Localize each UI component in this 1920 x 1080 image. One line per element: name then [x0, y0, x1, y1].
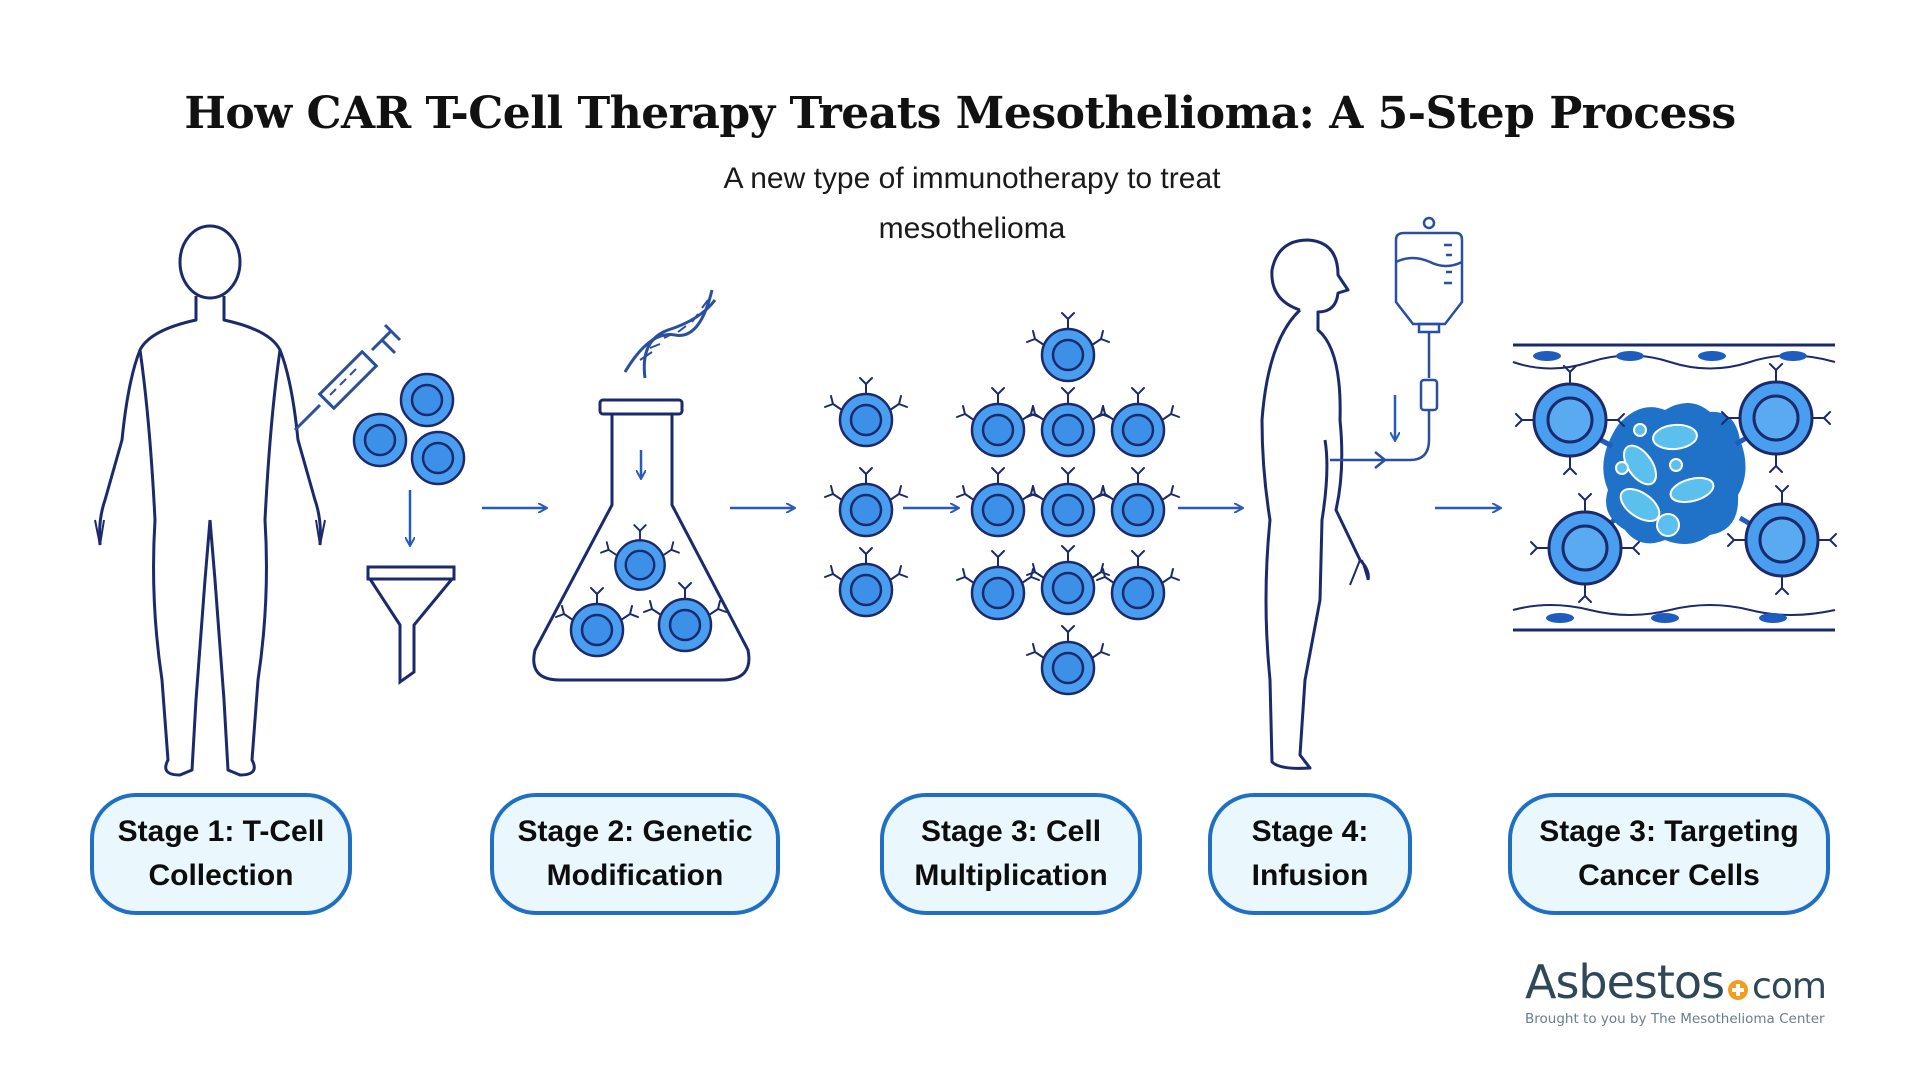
stage-line-2: Cancer Cells — [1578, 859, 1760, 892]
stage-line-1: Stage 4: — [1251, 815, 1369, 848]
stage-line-2: Modification — [546, 859, 724, 892]
funnel-icon — [366, 565, 456, 685]
subtitle-line-1: A new type of immunotherapy to treat — [723, 162, 1221, 195]
t-cell-icon — [1726, 484, 1838, 596]
stage-4-label: Stage 4: Infusion — [1208, 793, 1412, 915]
cancer-cell-icon — [1603, 402, 1746, 544]
human-profile-icon — [1260, 238, 1370, 770]
page-title: How CAR T-Cell Therapy Treats Mesothelio… — [184, 88, 1736, 139]
iv-drip-icon — [1330, 216, 1464, 469]
logo-tagline: Brought to you by The Mesothelioma Cente… — [1525, 1011, 1825, 1027]
asbestos-logo: Asbestos com Brought to you by The Mesot… — [1525, 955, 1827, 1027]
stage-2-label: Stage 2: Genetic Modification — [490, 793, 780, 915]
human-silhouette-icon — [94, 224, 326, 777]
stage-line-1: Stage 3: Cell — [920, 815, 1102, 848]
dna-icon — [623, 289, 717, 379]
blood-vessel-icon — [1512, 343, 1836, 632]
stage-line-2: Multiplication — [914, 859, 1108, 892]
stage-line-1: Stage 1: T-Cell — [117, 815, 325, 848]
car-t-cell-icon — [823, 311, 1181, 696]
flask-icon — [532, 398, 751, 682]
stage-3-label: Stage 3: Cell Multiplication — [880, 793, 1142, 915]
plus-icon — [1728, 980, 1749, 1000]
stage-line-1: Stage 3: Targeting — [1539, 815, 1799, 848]
stage-1-label: Stage 1: T-Cell Collection — [90, 793, 352, 915]
stage-5-label: Stage 3: Targeting Cancer Cells — [1508, 793, 1830, 915]
stage-line-2: Collection — [148, 859, 294, 892]
syringe-icon — [293, 323, 402, 432]
stage-line-2: Infusion — [1251, 859, 1369, 892]
logo-brand: Asbestos — [1525, 955, 1725, 1009]
stage-line-1: Stage 2: Genetic — [517, 815, 753, 848]
t-cell-icon — [352, 372, 466, 486]
logo-suffix: com — [1752, 966, 1827, 1007]
attacking-t-cells — [1514, 362, 1838, 604]
subtitle-line-2: mesothelioma — [878, 212, 1066, 245]
